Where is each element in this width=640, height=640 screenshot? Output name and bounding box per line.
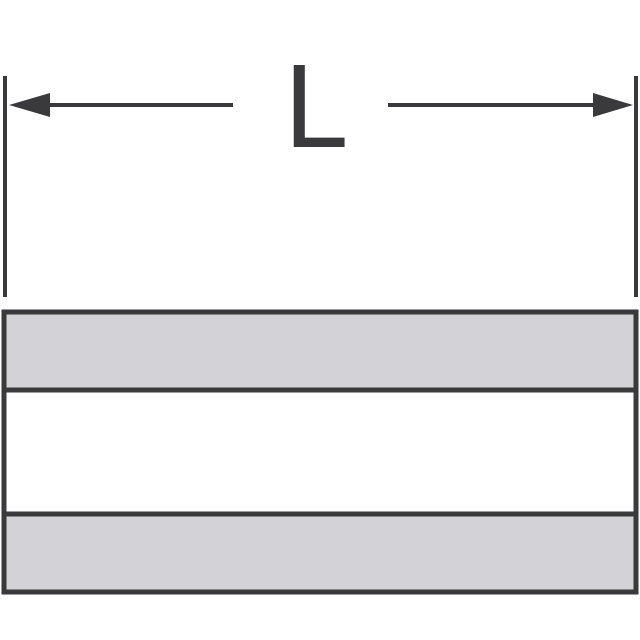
left-dimension-arrow (9, 93, 233, 117)
dimension-label: L (283, 44, 345, 174)
left-arrowhead-icon (9, 93, 50, 117)
middle-layer (4, 390, 636, 514)
right-dimension-arrow (388, 93, 633, 117)
top-layer (4, 312, 636, 390)
part-body (1, 309, 639, 595)
bottom-layer (4, 514, 636, 592)
part-outline (1, 309, 639, 595)
right-arrowhead-icon (593, 93, 633, 117)
